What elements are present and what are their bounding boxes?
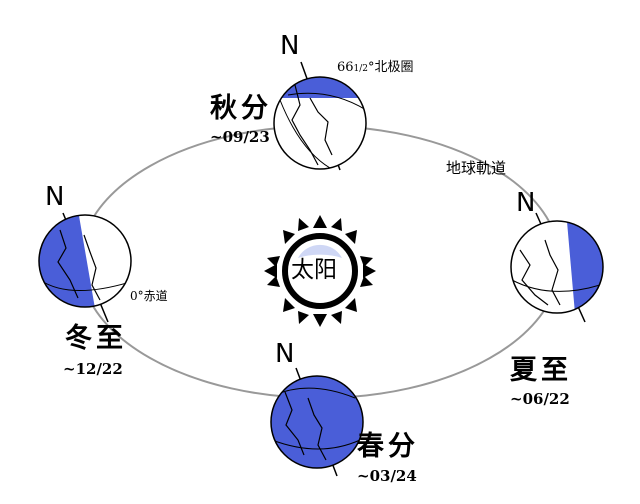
arctic-circle-fraction: 1/2	[353, 64, 369, 74]
sun-label: 太阳	[291, 257, 337, 283]
spring-date-label: ~03/24	[357, 467, 417, 485]
north-label-autumn: N	[280, 31, 300, 61]
autumn-date-label: ~09/23	[210, 128, 270, 146]
spring-season-label: 春分	[357, 431, 419, 462]
autumn-season-label: 秋分	[210, 93, 272, 124]
arctic-circle-suffix: °北极圈	[368, 60, 414, 75]
north-label-winter: N	[45, 182, 65, 212]
earth-summer	[510, 212, 604, 323]
sun-icon	[264, 215, 376, 327]
equator-label: 0°赤道	[130, 289, 168, 303]
earth-winter	[38, 212, 132, 323]
winter-date-label: ~12/22	[63, 360, 123, 378]
arctic-circle-label: 661/2°北极圈	[337, 61, 414, 74]
summer-date-label: ~06/22	[510, 390, 570, 408]
earth-spring	[270, 367, 364, 477]
summer-season-label: 夏至	[510, 355, 572, 386]
earth-autumn	[273, 61, 367, 171]
north-label-spring: N	[275, 339, 295, 369]
north-label-summer: N	[516, 188, 536, 218]
winter-season-label: 冬至	[65, 323, 127, 354]
orbit-label: 地球軌道	[446, 159, 507, 177]
arctic-circle-prefix: 66	[337, 60, 354, 75]
